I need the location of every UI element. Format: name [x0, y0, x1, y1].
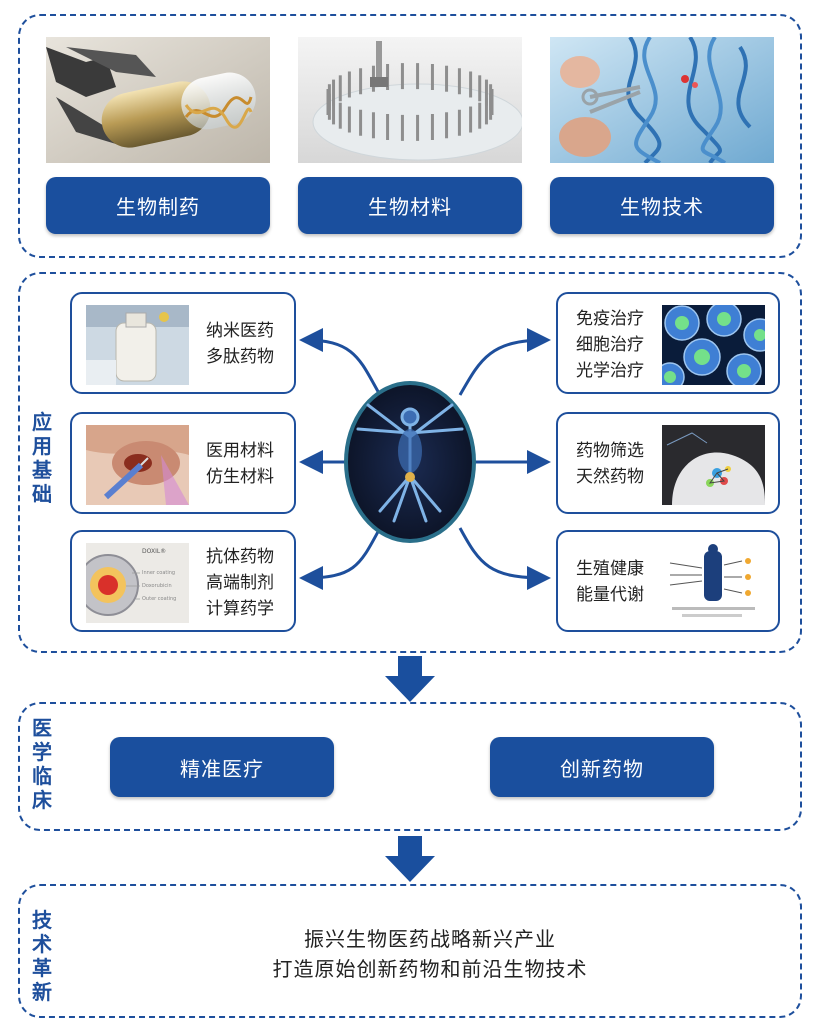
human-body-figure	[344, 381, 476, 543]
card-line: 医用材料	[206, 441, 274, 461]
precision-medicine-button[interactable]: 精准医疗	[110, 737, 334, 797]
nano-medicine-card[interactable]: 纳米医药 多肽药物	[70, 292, 296, 394]
doxil-logo-text: DOXIL®	[142, 548, 166, 555]
syringe-injection-photo	[86, 425, 189, 505]
doxorubicin-text: Doxorubicin	[142, 583, 172, 589]
card-line: 光学治疗	[576, 361, 644, 381]
biopharma-button[interactable]: 生物制药	[46, 177, 270, 234]
tech-statement: 振兴生物医药战略新兴产业 打造原始创新药物和前沿生物技术	[180, 924, 680, 984]
innovative-drugs-button[interactable]: 创新药物	[490, 737, 714, 797]
card-line: 高端制剂	[206, 573, 274, 593]
tech-label: 技术革新	[32, 908, 52, 1004]
tech-line: 打造原始创新药物和前沿生物技术	[272, 957, 588, 981]
scissors-cutting-dna-photo	[550, 37, 774, 163]
molecular-docking-render	[662, 425, 765, 505]
outer-coating-text: Outer coating	[142, 596, 176, 602]
application-label: 应用基础	[32, 410, 52, 506]
card-line: 免疫治疗	[576, 309, 644, 329]
reproductive-health-card[interactable]: 生殖健康 能量代谢	[556, 530, 780, 632]
metabolism-diagram	[662, 543, 765, 623]
liposome-diagram: DOXIL® Inner coating Doxorubicin Outer c…	[86, 543, 189, 623]
card-line: 药物筛选	[576, 441, 644, 461]
application-section	[18, 272, 802, 653]
medical-materials-card[interactable]: 医用材料 仿生材料	[70, 412, 296, 514]
card-line: 细胞治疗	[576, 335, 644, 355]
card-line: 生殖健康	[576, 559, 644, 579]
pins-on-petri-dish-photo	[298, 37, 522, 163]
biotechnology-button[interactable]: 生物技术	[550, 177, 774, 234]
card-line: 天然药物	[576, 467, 644, 487]
inner-coating-text: Inner coating	[142, 570, 175, 576]
down-arrow-icon	[385, 656, 435, 702]
down-arrow-icon	[385, 836, 435, 882]
biomaterials-button[interactable]: 生物材料	[298, 177, 522, 234]
antibody-drug-card[interactable]: DOXIL® Inner coating Doxorubicin Outer c…	[70, 530, 296, 632]
card-line: 纳米医药	[206, 321, 274, 341]
top-section	[18, 14, 802, 258]
card-line: 多肽药物	[206, 347, 274, 367]
clinical-label: 医学临床	[32, 716, 52, 812]
card-line: 能量代谢	[576, 585, 644, 605]
tech-line: 振兴生物医药战略新兴产业	[304, 927, 556, 951]
card-line: 仿生材料	[206, 467, 274, 487]
clinical-section	[18, 702, 802, 831]
robot-arm-capsule-dna-photo	[46, 37, 270, 163]
lab-bottle-photo	[86, 305, 189, 385]
card-line: 抗体药物	[206, 547, 274, 567]
card-line: 计算药学	[206, 599, 274, 619]
drug-screening-card[interactable]: 药物筛选 天然药物	[556, 412, 780, 514]
tech-section	[18, 884, 802, 1018]
cells-micrograph	[662, 305, 765, 385]
immunotherapy-card[interactable]: 免疫治疗 细胞治疗 光学治疗	[556, 292, 780, 394]
